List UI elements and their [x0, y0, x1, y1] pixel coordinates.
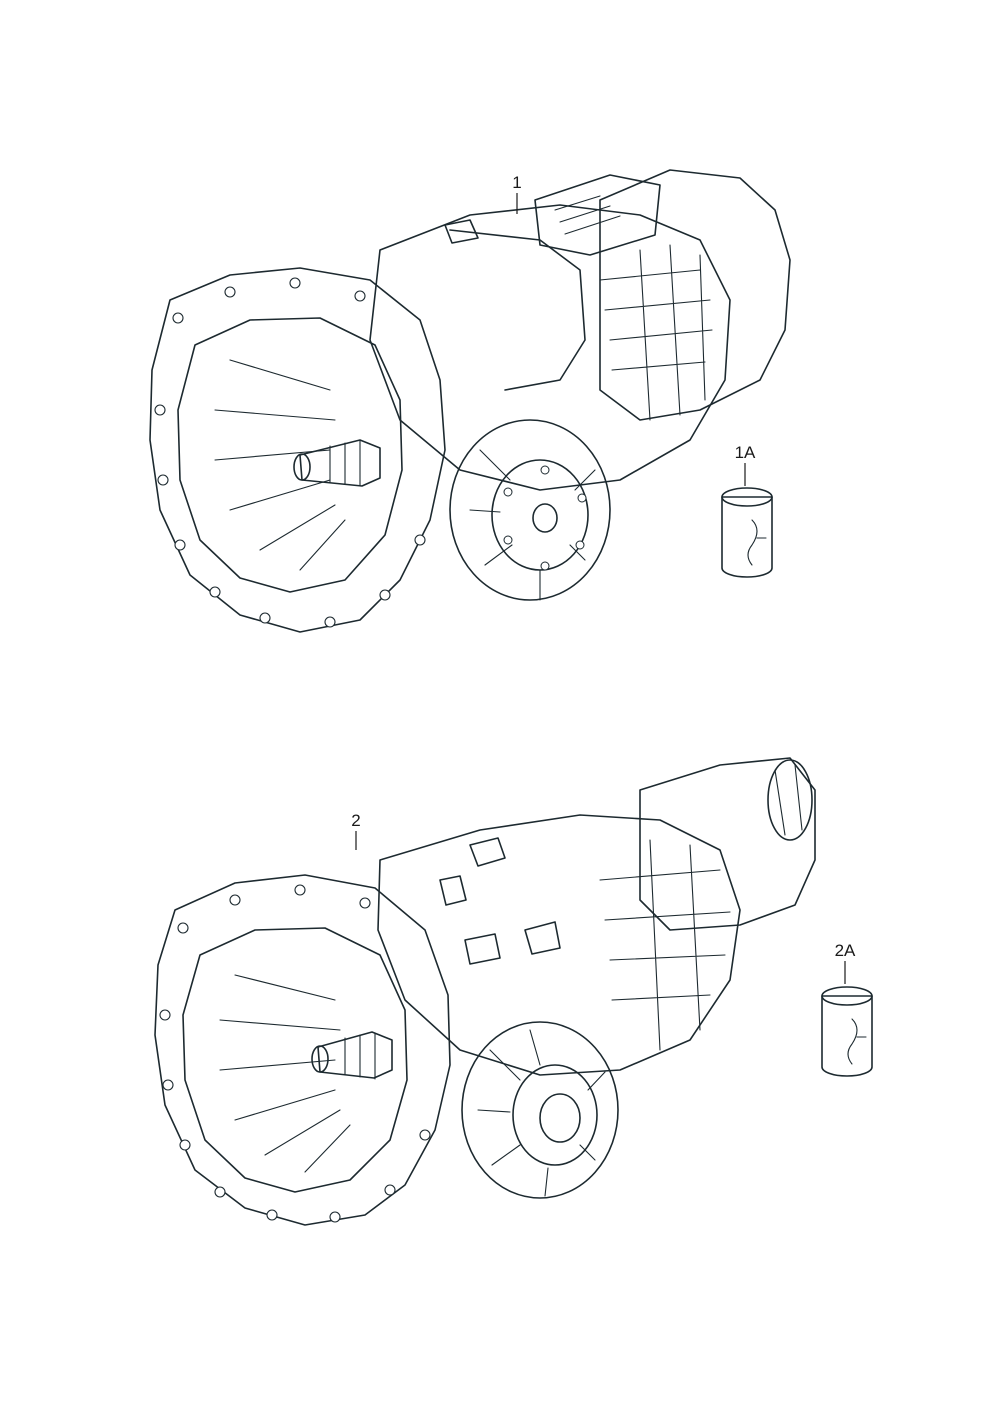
callout-1-label: 1 [512, 173, 521, 192]
callout-1: 1 [512, 173, 522, 214]
gearbox-2-bell-cavity [182, 927, 408, 1193]
oil-can-1a [721, 487, 773, 578]
gearbox-2-output-flange [461, 1021, 619, 1199]
gearbox-2-input-shaft [311, 1031, 393, 1080]
callout-1a-label: 1A [735, 443, 756, 462]
gearbox-1-bell-housing [149, 267, 446, 633]
oil-can-1a-logo [747, 519, 767, 566]
gearbox-1-shift-housing [534, 174, 661, 256]
gearbox-2-tail-housing [639, 757, 816, 931]
gearbox-1-bell-cavity [177, 317, 403, 593]
gearbox-1-main-case [369, 204, 731, 491]
callout-2-label: 2 [351, 811, 360, 830]
gearbox-1-bell-bolts [154, 277, 426, 628]
gearbox-2-main-case [377, 814, 741, 1076]
gearbox-1-tail-housing [599, 169, 791, 421]
gearbox-1-breather-pipe [449, 229, 586, 391]
callout-1a: 1A [735, 443, 756, 486]
callout-2a: 2A [835, 941, 856, 984]
oil-can-2a [821, 986, 873, 1077]
callout-2: 2 [351, 811, 361, 850]
gearbox-2 [154, 757, 816, 1226]
gearbox-1 [149, 169, 791, 633]
gearbox-2-bell-housing [154, 874, 451, 1226]
oil-can-2a-logo [847, 1018, 867, 1065]
gearbox-1-output-flange [449, 419, 611, 601]
gearbox-2-bell-bolts [159, 884, 431, 1223]
gearbox-1-input-shaft [293, 439, 381, 487]
callout-2a-label: 2A [835, 941, 856, 960]
